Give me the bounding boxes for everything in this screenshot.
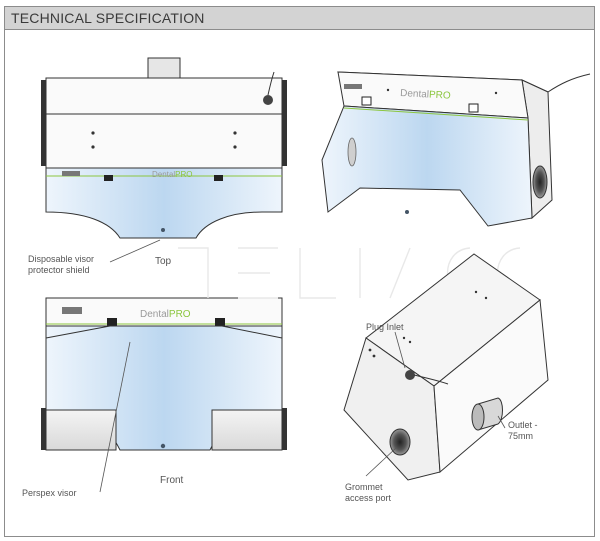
- view-label-top: Top: [155, 256, 172, 267]
- callout-grommet-line2: access port: [345, 493, 392, 503]
- iso-rear-end-face: [343, 337, 441, 481]
- iso-rear-drawing: [343, 253, 549, 481]
- front-view-brand: DentalPRO: [140, 309, 191, 320]
- callout-perspex-visor: Perspex visor: [22, 488, 77, 498]
- panel-header: TECHNICAL SPECIFICATION: [5, 7, 594, 30]
- top-view-cable-gland: [263, 95, 273, 105]
- front-view-drawing: DentalPRO: [41, 297, 287, 451]
- iso-rear-side-face: [433, 299, 549, 474]
- leader-lines: [99, 239, 506, 493]
- panel-title: TECHNICAL SPECIFICATION: [11, 10, 205, 26]
- top-view-brand: DentalPRO: [152, 170, 192, 179]
- callout-grommet: Grommet access port: [345, 482, 391, 504]
- top-view-drawing: DentalPRO: [41, 57, 287, 239]
- iso-front-brand: DentalPRO: [400, 88, 451, 102]
- view-label-front: Front: [160, 475, 184, 486]
- callout-outlet-line1: Outlet -: [508, 420, 538, 430]
- top-view-visor: [45, 167, 283, 239]
- callout-plug-inlet: Plug Inlet: [366, 322, 404, 332]
- iso-front-drawing: DentalPRO: [321, 71, 591, 227]
- top-view-exhaust-stub: [147, 57, 181, 79]
- front-view-right-side: [211, 409, 283, 451]
- callout-grommet-line1: Grommet: [345, 482, 383, 492]
- front-view-left-side: [45, 409, 117, 451]
- callout-outlet-line2: 75mm: [508, 431, 534, 441]
- outlet-port: [477, 397, 503, 431]
- front-view-top-strip: [45, 297, 283, 327]
- callout-outlet: Outlet - 75mm: [508, 420, 538, 442]
- top-view-body: [45, 77, 283, 115]
- callout-visor-shield-line1: Disposable visor: [28, 254, 95, 264]
- top-view-lower-body: [45, 113, 283, 169]
- callout-visor-shield: Disposable visor protector shield: [28, 254, 94, 276]
- callout-visor-shield-line2: protector shield: [28, 265, 90, 275]
- iso-front-visor: [321, 105, 533, 227]
